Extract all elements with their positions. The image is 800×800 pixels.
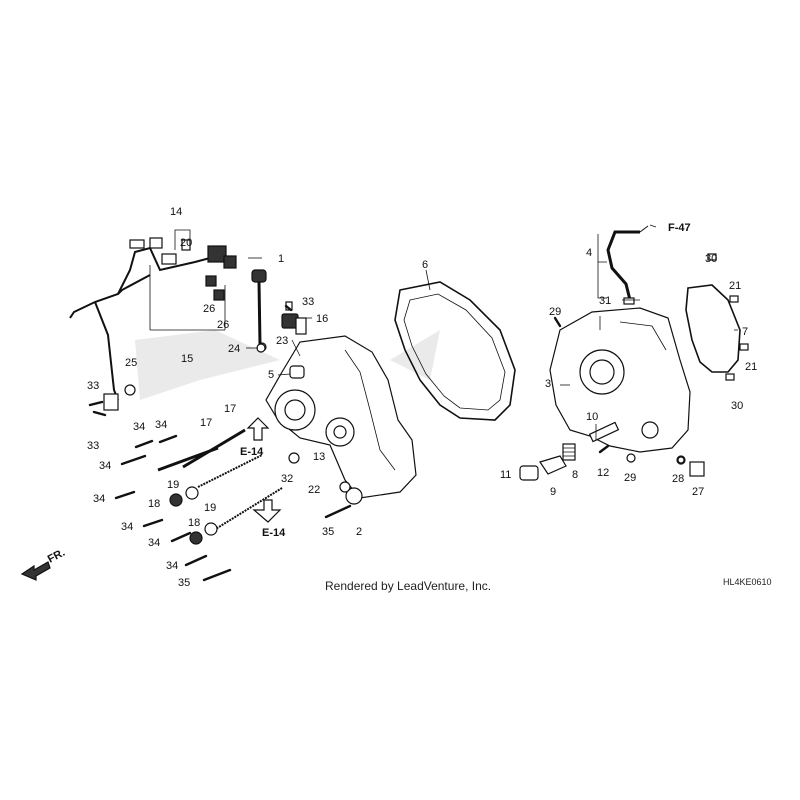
callout-22: 22 <box>308 484 320 496</box>
callout-3: 3 <box>545 378 551 390</box>
callout-18: 18 <box>148 498 160 510</box>
callout-34: 34 <box>121 521 133 533</box>
callout-7: 7 <box>742 326 748 338</box>
sensor-assembly <box>281 301 307 335</box>
callout-34: 34 <box>166 560 178 572</box>
callout-6: 6 <box>422 259 428 271</box>
callout-26: 26 <box>203 303 215 315</box>
footer-credit: Rendered by LeadVenture, Inc. <box>325 579 491 593</box>
callout-33: 33 <box>87 380 99 392</box>
honda-watermark <box>135 330 440 400</box>
breather-hose <box>606 225 649 305</box>
bushing-11 <box>519 465 539 481</box>
callout-23: 23 <box>276 335 288 347</box>
wire-harness <box>69 237 237 411</box>
callout-11: 11 <box>500 469 511 481</box>
callout-5: 5 <box>268 369 274 381</box>
transmission-case-left <box>265 335 417 505</box>
bolts <box>88 304 610 582</box>
callout-25: 25 <box>125 357 137 369</box>
shift-arm-9 <box>539 455 567 475</box>
callout-9: 9 <box>550 486 556 498</box>
ref-arrow-f47 <box>649 224 657 228</box>
diagram-code: HL4KE0610 <box>723 577 772 587</box>
ref-arrow-e14-up <box>246 417 270 441</box>
oil-dipstick <box>251 269 267 352</box>
callout-18: 18 <box>188 517 200 529</box>
callout-16: 16 <box>316 313 328 325</box>
callout-15: 15 <box>181 353 193 365</box>
callout-31: 31 <box>599 295 611 307</box>
callout-2: 2 <box>356 526 362 538</box>
case-gasket-6 <box>394 281 516 421</box>
callout-10: 10 <box>586 411 598 423</box>
callout-33: 33 <box>87 440 99 452</box>
long-studs-17 <box>157 428 283 531</box>
front-direction-label: FR. <box>46 547 67 566</box>
callout-34: 34 <box>99 460 111 472</box>
callout-4: 4 <box>586 247 592 259</box>
callout-19: 19 <box>167 479 179 491</box>
callout-27: 27 <box>692 486 704 498</box>
callout-19: 19 <box>204 502 216 514</box>
callout-21: 21 <box>745 361 757 373</box>
front-direction-arrow <box>20 561 51 581</box>
ref-arrow-e14-down <box>252 499 282 523</box>
callout-29: 29 <box>624 472 636 484</box>
callout-20: 20 <box>180 237 192 249</box>
callout-35: 35 <box>322 526 334 538</box>
callout-1: 1 <box>278 253 284 265</box>
callout-30: 30 <box>705 253 717 265</box>
callout-34: 34 <box>148 537 160 549</box>
callout-30: 30 <box>731 400 743 412</box>
callout-33: 33 <box>302 296 314 308</box>
callout-34: 34 <box>93 493 105 505</box>
ref-label-f47: F-47 <box>668 222 691 234</box>
cover-gasket-7 <box>685 253 749 381</box>
callout-21: 21 <box>729 280 741 292</box>
callout-28: 28 <box>672 473 684 485</box>
reference-labels: F-47 E-14 E-14 <box>240 222 691 539</box>
callout-24: 24 <box>228 343 240 355</box>
callout-14: 14 <box>170 206 182 218</box>
washers <box>169 343 685 545</box>
transmission-case-right <box>549 307 691 453</box>
callout-29: 29 <box>549 306 561 318</box>
callout-13: 13 <box>313 451 325 463</box>
shaft-10 <box>588 421 620 443</box>
leader-lines <box>149 229 738 440</box>
spring-8 <box>562 443 576 461</box>
callout-17: 17 <box>200 417 212 429</box>
callout-17: 17 <box>224 403 236 415</box>
callout-8: 8 <box>572 469 578 481</box>
callouts: 14 20 1 26 26 15 33 16 23 24 5 25 33 33 … <box>87 206 757 589</box>
callout-34: 34 <box>155 419 167 431</box>
callout-32: 32 <box>281 473 293 485</box>
harness-clips <box>124 239 225 396</box>
callout-12: 12 <box>597 467 609 479</box>
callout-35: 35 <box>178 577 190 589</box>
ref-label-e14: E-14 <box>262 527 286 539</box>
ref-label-e14: E-14 <box>240 446 264 458</box>
callout-26: 26 <box>217 319 229 331</box>
callout-34: 34 <box>133 421 145 433</box>
